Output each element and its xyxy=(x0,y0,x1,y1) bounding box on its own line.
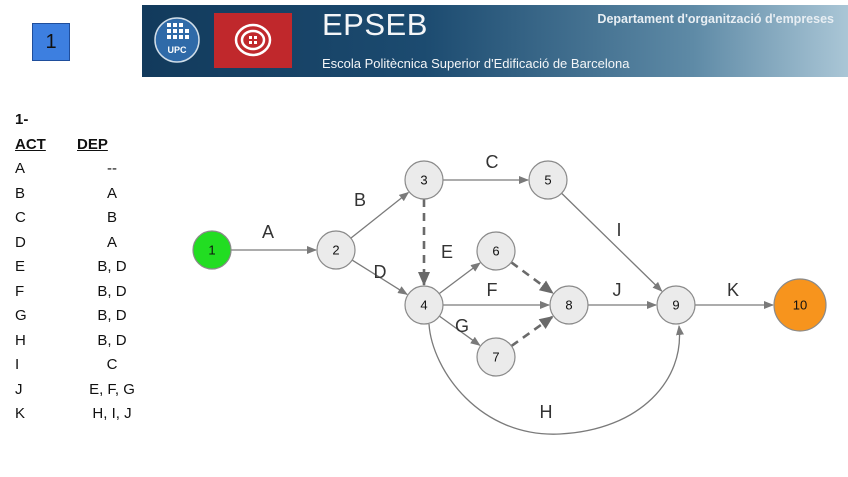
dependency-cell: B, D xyxy=(97,331,127,349)
activity-label-g: G xyxy=(455,316,469,336)
dependency-cell: B, D xyxy=(97,307,127,324)
event-node-circle xyxy=(528,160,568,200)
activity-arrow-h xyxy=(428,323,684,435)
event-node-label: 6 xyxy=(492,244,499,259)
event-node-2: 2 xyxy=(316,230,356,270)
activity-cell: E xyxy=(15,258,26,275)
dependency-cell: B, D xyxy=(97,258,127,275)
event-node-label: 7 xyxy=(492,350,499,365)
event-node-10: 10 xyxy=(773,278,827,332)
col-header-dependency: DEP xyxy=(77,135,108,153)
activity-cell: I xyxy=(15,356,20,373)
dummy-arrow-6-8 xyxy=(510,261,554,295)
event-node-circle xyxy=(773,278,827,332)
table-header-row: ACT DEP xyxy=(15,133,147,158)
dependency-cell: A xyxy=(106,233,117,251)
slide-number-badge: 1 xyxy=(32,23,70,61)
event-node-label: 8 xyxy=(565,298,572,313)
activity-label-h: H xyxy=(540,402,553,422)
activity-label-j: J xyxy=(613,280,622,300)
activity-cell: D xyxy=(15,233,26,251)
col-header-activity: ACT xyxy=(15,135,46,153)
activity-cell: B xyxy=(15,184,26,202)
event-node-circle xyxy=(656,285,696,325)
event-node-circle xyxy=(476,337,516,377)
activity-cell: J xyxy=(15,380,23,398)
dummy-arrow-7-8 xyxy=(510,315,554,348)
event-node-label: 10 xyxy=(793,298,807,313)
event-node-9: 9 xyxy=(656,285,696,325)
event-node-circle xyxy=(192,230,232,270)
table-row: J E, F, G xyxy=(15,378,147,403)
activity-label-e: E xyxy=(441,242,453,262)
event-node-label: 2 xyxy=(332,243,339,258)
event-node-circle xyxy=(316,230,356,270)
table-row: F B, D xyxy=(15,280,147,305)
activity-arrow-e xyxy=(438,262,481,295)
event-node-8: 8 xyxy=(549,285,589,325)
event-node-circle xyxy=(404,285,444,325)
event-node-label: 3 xyxy=(420,173,427,188)
event-node-label: 4 xyxy=(420,298,427,313)
activity-label-f: F xyxy=(487,280,498,300)
activity-label-b: B xyxy=(354,190,366,210)
event-node-circle xyxy=(549,285,589,325)
event-node-label: 1 xyxy=(208,243,215,258)
table-title: 1- xyxy=(15,111,29,128)
department-name: Departament d'organització d'empreses xyxy=(597,12,834,26)
activity-label-c: C xyxy=(486,152,499,172)
dependency-cell: E, F, G xyxy=(89,380,135,398)
activity-label-k: K xyxy=(727,280,739,300)
activity-arrow-b xyxy=(350,191,410,239)
event-node-label: 5 xyxy=(544,173,551,188)
activity-cell: G xyxy=(15,307,27,324)
event-node-1: 1 xyxy=(192,230,232,270)
activity-cell: K xyxy=(15,405,26,422)
table-row: K H, I, J xyxy=(15,402,147,427)
upc-logo-text: UPC xyxy=(167,45,187,55)
activity-cell: A xyxy=(15,160,26,177)
table-row: A -- xyxy=(15,157,147,182)
upc-logo: UPC xyxy=(154,15,200,65)
header-banner: UPC EPSEB Escola Politècnica Superior d'… xyxy=(142,5,848,77)
event-node-circle xyxy=(404,160,444,200)
school-acronym: EPSEB xyxy=(322,7,428,42)
dependency-cell: B xyxy=(106,209,117,226)
activity-cell: F xyxy=(15,282,25,300)
event-node-3: 3 xyxy=(404,160,444,200)
table-row: H B, D xyxy=(15,329,147,354)
table-row: E B, D xyxy=(15,255,147,280)
activity-arrow-g xyxy=(439,315,481,346)
event-node-4: 4 xyxy=(404,285,444,325)
activity-cell: C xyxy=(15,209,26,226)
dependency-cell: H, I, J xyxy=(92,405,132,422)
dependency-cell: -- xyxy=(107,160,117,177)
event-node-6: 6 xyxy=(476,231,516,271)
school-name: Escola Politècnica Superior d'Edificació… xyxy=(322,56,630,71)
dependency-cell: B, D xyxy=(97,282,127,300)
activity-cell: H xyxy=(15,331,26,349)
activity-arrow-i xyxy=(561,192,663,292)
table-row: G B, D xyxy=(15,304,147,329)
activity-arrow-d xyxy=(351,259,408,295)
epseb-emblem-logo xyxy=(214,13,292,68)
event-node-label: 9 xyxy=(672,298,679,313)
event-node-5: 5 xyxy=(528,160,568,200)
slide-number: 1 xyxy=(45,30,57,53)
event-node-7: 7 xyxy=(476,337,516,377)
activity-label-d: D xyxy=(374,262,387,282)
dependency-cell: C xyxy=(106,356,118,373)
event-node-circle xyxy=(476,231,516,271)
dependency-cell: A xyxy=(106,184,117,202)
activity-label-a: A xyxy=(262,222,274,242)
activity-label-i: I xyxy=(616,220,621,240)
